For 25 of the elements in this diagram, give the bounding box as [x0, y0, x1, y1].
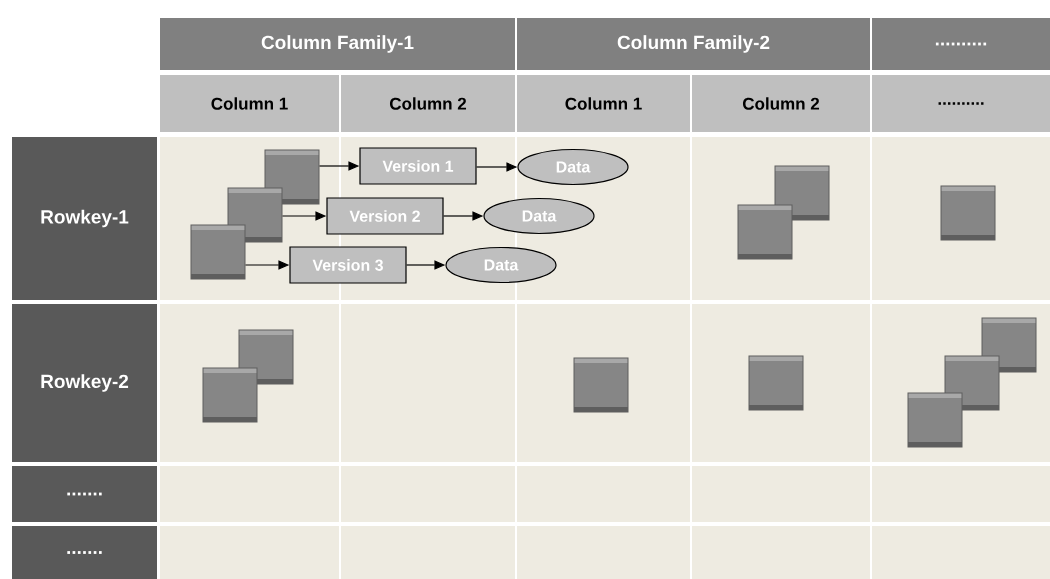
row-key-header: Rowkey-1 [12, 137, 157, 300]
row-key-header: ....... [12, 526, 157, 579]
cube [940, 185, 996, 241]
column-header: Column 1 [160, 75, 339, 132]
cube [981, 317, 1037, 373]
cube [202, 367, 258, 423]
cube [748, 355, 804, 411]
version-box: Version 3 [289, 246, 407, 284]
cube [737, 204, 793, 260]
row-key-header: Rowkey-2 [12, 304, 157, 462]
column-family-header: Column Family-2 [517, 18, 870, 70]
version-box: Version 2 [326, 197, 444, 235]
cube [573, 357, 629, 413]
cube [264, 149, 320, 205]
column-header: Column 2 [341, 75, 515, 132]
cube [774, 165, 830, 221]
column-family-header: .......... [872, 18, 1050, 70]
row-key-header: ....... [12, 466, 157, 522]
column-header: .......... [872, 75, 1050, 132]
cube [907, 392, 963, 448]
cube [190, 224, 246, 280]
column-family-header: Column Family-1 [160, 18, 515, 70]
column-header: Column 1 [517, 75, 690, 132]
column-header: Column 2 [692, 75, 870, 132]
version-box: Version 1 [359, 147, 477, 185]
